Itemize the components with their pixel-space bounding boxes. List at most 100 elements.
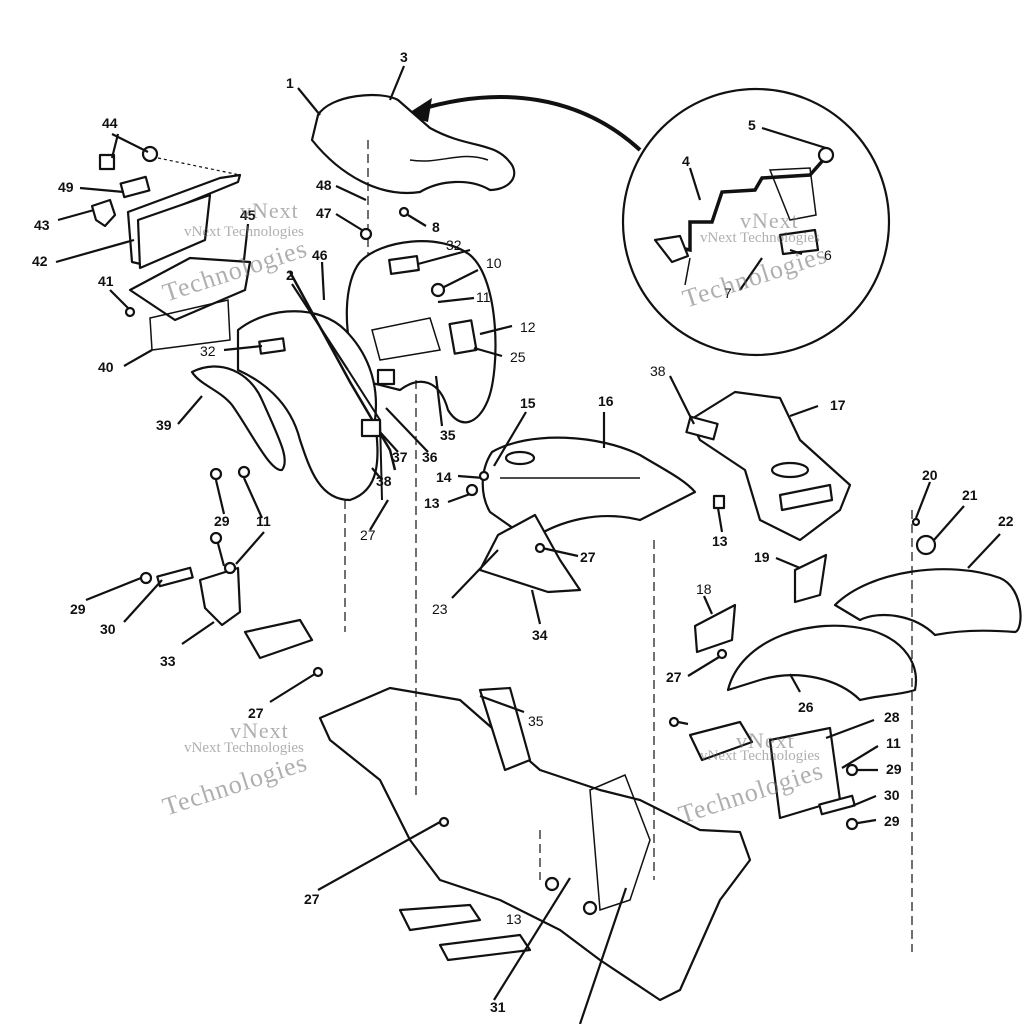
- seat-crease: [409, 155, 489, 162]
- callout-5: 5: [748, 117, 756, 133]
- fastener-44-b: [98, 153, 116, 171]
- latch-rod: [664, 156, 827, 253]
- callout-25: 25: [510, 349, 526, 365]
- callout-22: 22: [998, 513, 1014, 529]
- callout-37: 37: [392, 449, 408, 465]
- decal-25: [448, 319, 478, 355]
- callout-27-b: 27: [580, 549, 596, 565]
- callout-labels: 1 3 5 4 6 7 44 49 43 42 45 46 41 40 48 4…: [32, 49, 1014, 1015]
- callout-10: 10: [486, 255, 502, 271]
- footrest-left: [243, 618, 314, 660]
- callout-29-c: 29: [886, 761, 902, 777]
- callout-31: 31: [490, 999, 506, 1015]
- tray-panel: [136, 193, 212, 270]
- callout-16: 16: [598, 393, 614, 409]
- latch-detail-line: [684, 257, 691, 286]
- callout-32-a: 32: [446, 237, 462, 253]
- callout-30-b: 30: [884, 787, 900, 803]
- alignment-lines: [344, 380, 913, 952]
- callout-3: 3: [400, 49, 408, 65]
- callout-13-b: 13: [712, 533, 728, 549]
- callout-23: 23: [432, 601, 448, 617]
- callout-39: 39: [156, 417, 172, 433]
- seat: [310, 93, 516, 330]
- cap-21: [915, 534, 937, 556]
- bracket-37: [360, 418, 382, 438]
- plate-30-a: [156, 566, 194, 588]
- callout-32-b: 32: [200, 343, 216, 359]
- callout-42: 42: [32, 253, 48, 269]
- callout-27-e: 27: [304, 891, 320, 907]
- callout-29-d: 29: [884, 813, 900, 829]
- callout-30-a: 30: [100, 621, 116, 637]
- frame-foot-right: [438, 933, 532, 962]
- callout-13-a: 13: [424, 495, 440, 511]
- callout-29-b: 29: [70, 601, 86, 617]
- callout-20: 20: [922, 467, 938, 483]
- callout-36: 36: [422, 449, 438, 465]
- callout-48: 48: [316, 177, 332, 193]
- front-hood: [478, 436, 697, 594]
- callout-11-b: 11: [256, 513, 271, 529]
- callout-35-a: 35: [440, 427, 456, 443]
- callout-38-b: 38: [650, 363, 666, 379]
- callout-46: 46: [312, 247, 328, 263]
- latch-bracket: [768, 167, 817, 221]
- decal-32-a: [388, 255, 420, 275]
- callout-14: 14: [436, 469, 452, 485]
- tool-tray: [90, 145, 252, 351]
- tray-40: [149, 299, 231, 351]
- fender-22: [833, 568, 1022, 637]
- callout-41: 41: [98, 273, 114, 289]
- callout-28: 28: [884, 709, 900, 725]
- callout-2: 2: [286, 267, 294, 283]
- detail-inset: [404, 87, 891, 357]
- callout-38-a: 38: [376, 473, 392, 489]
- latch-foot: [653, 234, 690, 264]
- label-49: [119, 175, 151, 199]
- seat-body: [310, 93, 516, 195]
- callout-19: 19: [754, 549, 770, 565]
- callout-44: 44: [102, 115, 118, 131]
- callout-15: 15: [520, 395, 536, 411]
- callout-40: 40: [98, 359, 114, 375]
- callout-35-b: 35: [528, 713, 544, 729]
- decal-19: [793, 553, 828, 604]
- callout-27-d: 27: [666, 669, 682, 685]
- callout-18: 18: [696, 581, 712, 597]
- callout-7: 7: [724, 285, 732, 301]
- callout-13-c: 13: [506, 911, 522, 927]
- frame: [318, 686, 752, 1002]
- callout-45: 45: [240, 207, 256, 223]
- callout-6: 6: [824, 247, 832, 263]
- headlight-pod: [685, 390, 852, 542]
- flap-33: [198, 566, 242, 627]
- plate-30-b: [818, 794, 856, 816]
- frame-gusset: [589, 774, 651, 912]
- leader-lines: [55, 65, 1001, 1024]
- hood-cap: [504, 450, 536, 466]
- decal-32-b: [258, 337, 286, 355]
- footrest-right: [688, 720, 754, 762]
- latch-spring: [778, 228, 820, 256]
- fastener-44-a: [141, 145, 159, 163]
- callout-8: 8: [432, 219, 440, 235]
- callout-4: 4: [682, 153, 690, 169]
- left-fender: [236, 310, 379, 502]
- bracket-35: [376, 368, 396, 386]
- fasteners: [139, 206, 921, 916]
- latch-knob: [817, 146, 835, 164]
- side-panel-39: [190, 365, 286, 472]
- front-fenders: [693, 534, 1022, 702]
- fender-inner-panel: [371, 317, 441, 361]
- clip-43: [90, 198, 117, 228]
- pod-body: [688, 390, 852, 542]
- callout-26: 26: [798, 699, 814, 715]
- callout-27-a: 27: [360, 527, 376, 543]
- callout-11-c: 11: [886, 735, 901, 751]
- callout-49: 49: [58, 179, 74, 195]
- callout-17: 17: [830, 397, 846, 413]
- mudflaps: [156, 566, 856, 820]
